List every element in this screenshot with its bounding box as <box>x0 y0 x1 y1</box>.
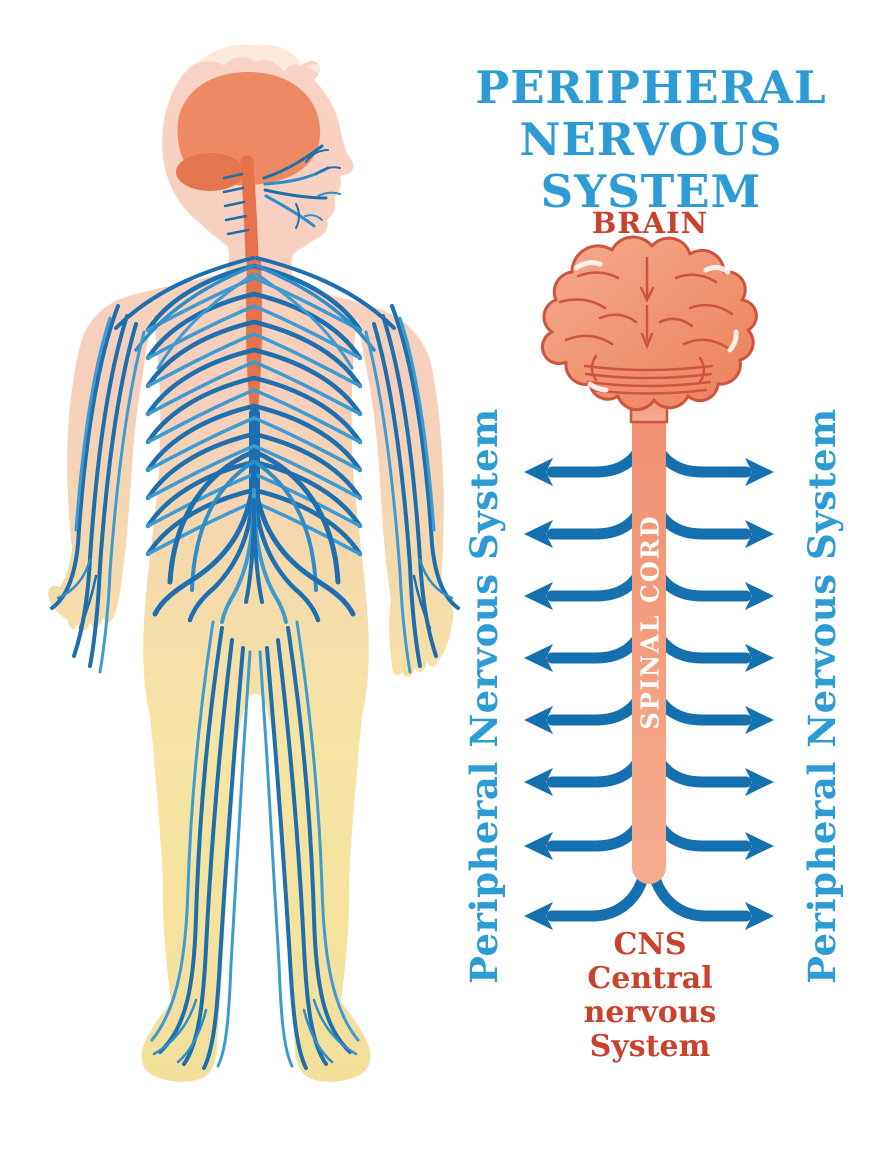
peripheral-label-right: Peripheral Nervous System <box>800 408 844 984</box>
body-spinal-cord-neck <box>240 155 259 265</box>
cns-abbr: CNS <box>613 927 687 962</box>
page-title-line2: NERVOUS SYSTEM <box>519 113 783 218</box>
arm-nerves <box>50 304 460 674</box>
brain-highlights <box>573 260 739 393</box>
page-title-line1: PERIPHERAL <box>475 61 827 114</box>
brain-illustration <box>540 235 758 412</box>
cns-line3: System <box>589 1029 711 1064</box>
pelvic-nerves <box>152 449 356 624</box>
leg-nerves <box>150 620 360 1070</box>
hair-spike-highlight <box>306 64 320 74</box>
brain-outline <box>540 235 758 412</box>
human-body-illustration <box>48 44 460 1082</box>
facial-nerves <box>222 144 341 236</box>
spinal-cord-label: SPINAL CORD <box>635 514 665 730</box>
spinal-cord-graphic <box>632 388 666 884</box>
cns-line2: nervous <box>583 995 717 1030</box>
hair-highlight <box>196 44 302 72</box>
peripheral-label-left: Peripheral Nervous System <box>462 408 506 984</box>
cns-label-block: CNS Central nervous System <box>440 928 860 1064</box>
shoulder-nerves <box>114 256 396 370</box>
cns-line1: Central <box>587 961 713 996</box>
body-cerebellum <box>176 153 244 191</box>
page-title: PERIPHERAL NERVOUS SYSTEM <box>420 62 882 218</box>
brain-label: BRAIN <box>591 206 709 240</box>
brain-gyri-lines <box>558 256 734 395</box>
